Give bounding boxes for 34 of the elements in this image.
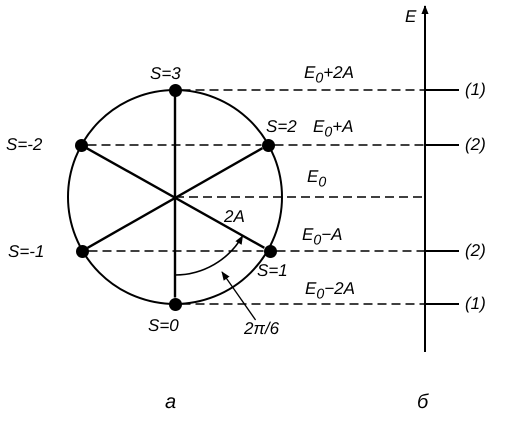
point-dot [168,84,182,96]
level-label: (1) [465,295,486,312]
point-label: S=0 [148,317,179,334]
dashed-line [276,250,425,252]
diagram-label: 2A [224,208,245,225]
point-label: S=1 [257,262,288,279]
panel-label: б [417,392,428,412]
level-label: (2) [465,136,486,153]
point-label: S=2 [266,118,297,135]
panel-label: а [165,392,176,412]
dashed-line [182,303,425,305]
point-label: S=-2 [6,136,42,153]
level-label: (1) [465,81,486,98]
dashed-line [182,89,425,91]
angle-label: 2π/6 [244,320,280,337]
dashed-line [274,144,425,146]
point-label: S=3 [150,65,181,82]
edge-label: E$_{0}$−A [302,226,342,248]
edge-label: E$_{0}$+A [313,118,354,140]
point-label: S=-1 [8,243,44,260]
axis-label: E [405,8,416,25]
point-dot [74,138,88,152]
diameter-line [174,96,176,298]
dashed-line [88,144,262,146]
point-dot [168,298,182,310]
level-label: (2) [465,242,486,259]
point-dot [262,138,274,152]
edge-label: E$_{0}$+2A [304,64,354,86]
point-dot [76,244,88,258]
point-dot [264,244,276,258]
leader-line [221,271,256,320]
dashed-line [88,250,264,252]
edge-label: E$_{0}$−2A [305,280,355,302]
diagram-label: E$_{0}$ [307,168,326,190]
